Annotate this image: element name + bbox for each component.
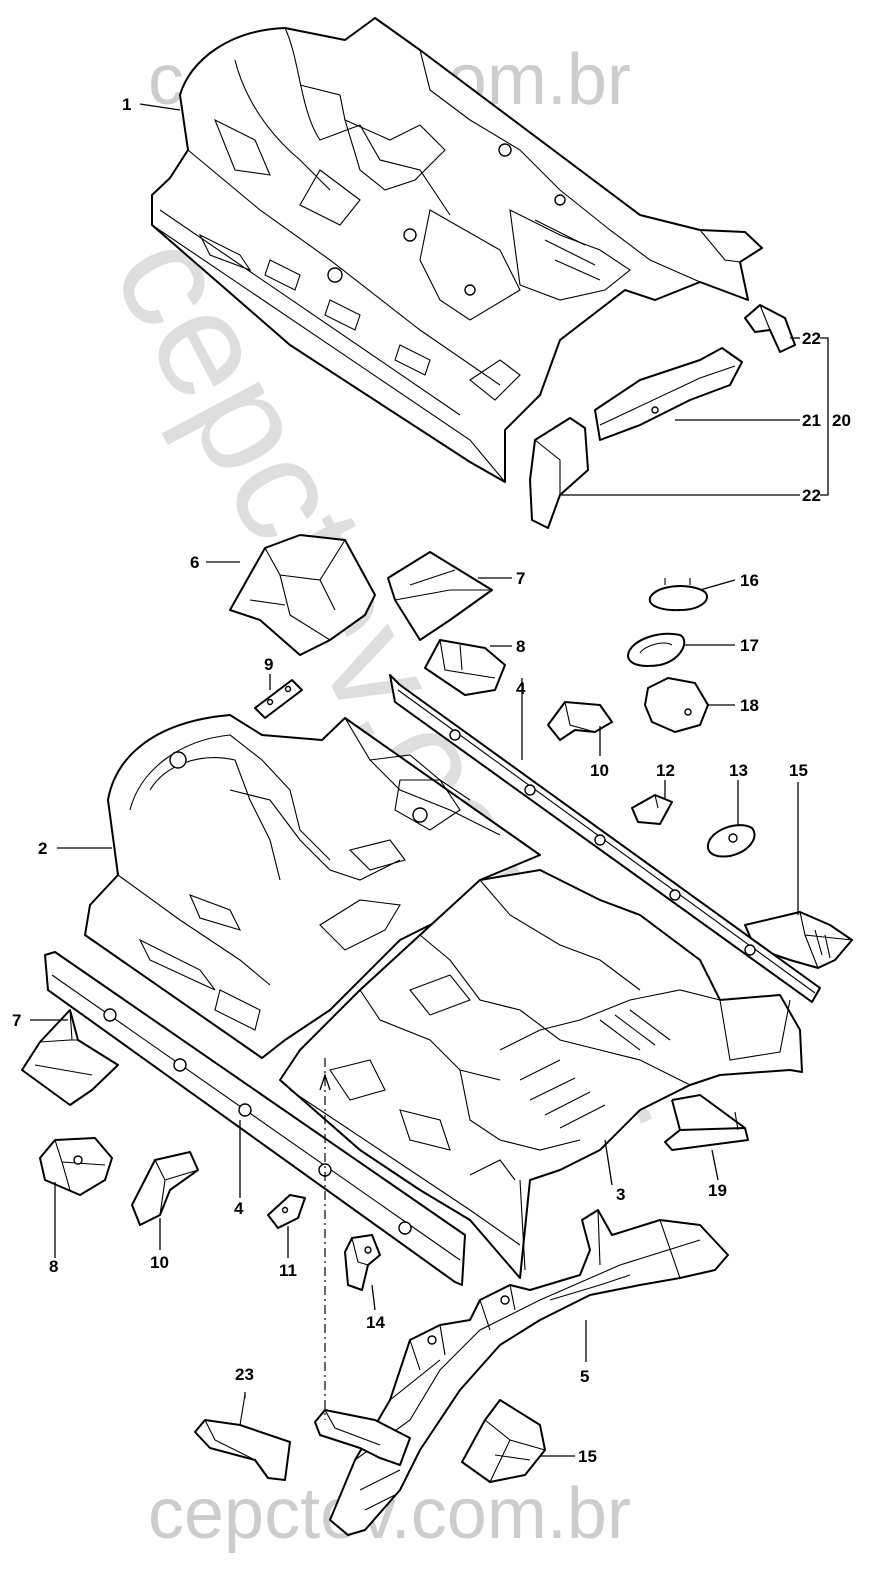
part-tie-bar-center <box>314 1409 411 1466</box>
part-10-upper-clip <box>547 701 613 741</box>
callout-16: 16 <box>740 571 759 590</box>
callout-13: 13 <box>729 761 748 780</box>
part-19-brace <box>664 1093 749 1151</box>
callout-3: 3 <box>616 1185 625 1204</box>
part-11-small-plate <box>267 1194 306 1229</box>
part-7-lower-plate <box>21 1009 119 1106</box>
arrow-head <box>319 1072 331 1091</box>
leader-lines <box>30 103 829 1457</box>
callout-8-lower: 8 <box>49 1257 58 1276</box>
callout-2: 2 <box>38 839 47 858</box>
callout-14: 14 <box>366 1313 385 1332</box>
callout-1: 1 <box>122 95 131 114</box>
callout-11: 11 <box>279 1261 297 1280</box>
part-2-front-floor <box>84 714 541 1059</box>
callout-4-lower: 4 <box>234 1199 244 1218</box>
callout-4-upper: 4 <box>516 679 526 698</box>
callout-6: 6 <box>190 553 199 572</box>
part-8-lower-seat-mount <box>39 1137 113 1196</box>
part-7-upper-plate <box>387 551 493 641</box>
callout-7-upper: 7 <box>516 569 525 588</box>
callout-18: 18 <box>740 696 759 715</box>
part-13-oval-plug <box>706 824 756 858</box>
part-9-small-bracket <box>254 679 303 719</box>
part-8-upper-seat-mount <box>424 639 506 696</box>
callout-17: 17 <box>740 636 759 655</box>
callout-9: 9 <box>264 655 273 674</box>
callout-22-lower: 22 <box>802 486 821 505</box>
part-22-upper-bracket <box>744 304 796 353</box>
part-4-upper-sill <box>389 674 821 1003</box>
callout-8-upper: 8 <box>516 637 525 656</box>
part-17-grommet <box>627 632 686 667</box>
part-10-lower-clip <box>131 1151 199 1226</box>
callout-10-lower: 10 <box>150 1253 169 1272</box>
part-15-lower-bracket <box>461 1399 546 1483</box>
part-4-lower-sill <box>44 951 466 1286</box>
callout-19: 19 <box>708 1181 727 1200</box>
callout-15-right: 15 <box>789 761 808 780</box>
callout-23: 23 <box>235 1365 254 1384</box>
callout-15-lower: 15 <box>578 1447 597 1466</box>
part-14-bracket <box>344 1234 381 1291</box>
part-21-rear-rail <box>594 347 743 441</box>
callouts: 1 2 3 4 4 5 6 7 7 8 8 9 10 10 11 12 13 1… <box>12 95 851 1466</box>
part-22-lower-bracket <box>529 417 589 529</box>
part-1-floor-assembly <box>151 17 763 483</box>
part-3-rear-floor <box>279 869 803 1279</box>
part-23-tie-bar <box>194 1394 291 1481</box>
callout-21: 21 <box>802 411 821 430</box>
callout-22-upper: 22 <box>802 329 821 348</box>
part-16-stud-plate <box>648 578 708 612</box>
part-18-octagon-pad <box>644 677 709 733</box>
part-5-frame-rail <box>329 1209 729 1536</box>
part-12-small-plate <box>631 794 673 825</box>
part-6-tunnel-bracket <box>229 534 376 656</box>
callout-12: 12 <box>656 761 675 780</box>
callout-7-lower: 7 <box>12 1011 21 1030</box>
callout-5: 5 <box>580 1367 589 1386</box>
callout-20: 20 <box>832 411 851 430</box>
callout-10-upper: 10 <box>590 761 609 780</box>
